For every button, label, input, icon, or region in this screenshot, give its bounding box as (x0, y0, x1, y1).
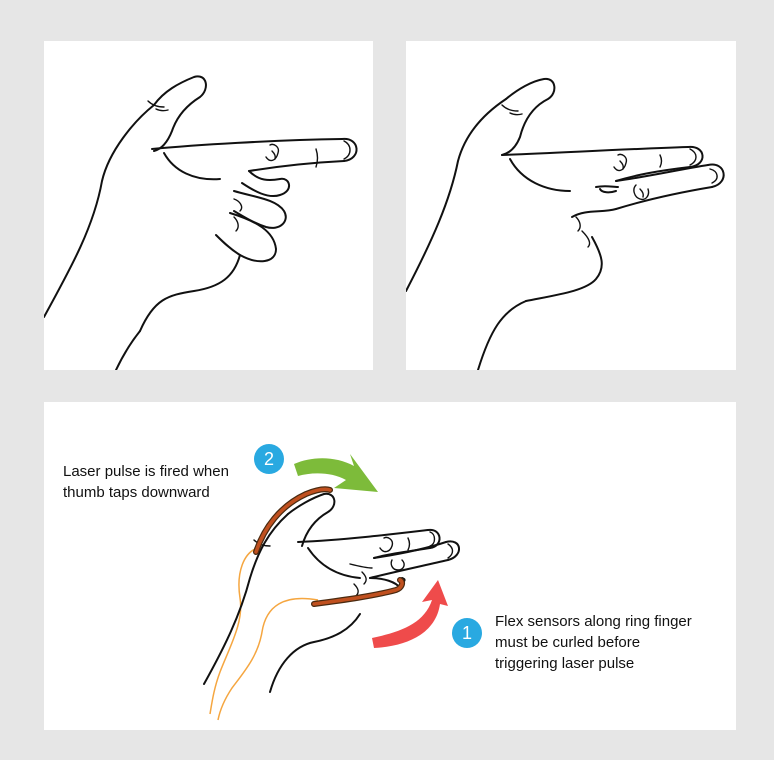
ring-curl-arrow (372, 580, 448, 648)
hand-pointing-panel (44, 41, 373, 370)
hand-with-sensors-illustration (203, 454, 460, 721)
hand-pointing-illustration (44, 75, 358, 370)
hand-two-fingers-illustration (406, 77, 725, 370)
thumb-tap-caption: Laser pulse is fired when thumb taps dow… (63, 463, 229, 501)
sensor-wire (209, 547, 259, 715)
thumb-tap-arrow (294, 454, 378, 492)
step-1-badge: 1 (452, 618, 482, 648)
thumb-flex-sensor (253, 486, 333, 555)
hand-with-sensors-panel: 2 Laser pulse is fired when thumb taps d… (44, 402, 736, 730)
step-2-badge: 2 (254, 444, 284, 474)
ring-finger-caption: Flex sensors along ring finger must be c… (495, 613, 692, 672)
hand-two-fingers-panel (406, 41, 736, 370)
